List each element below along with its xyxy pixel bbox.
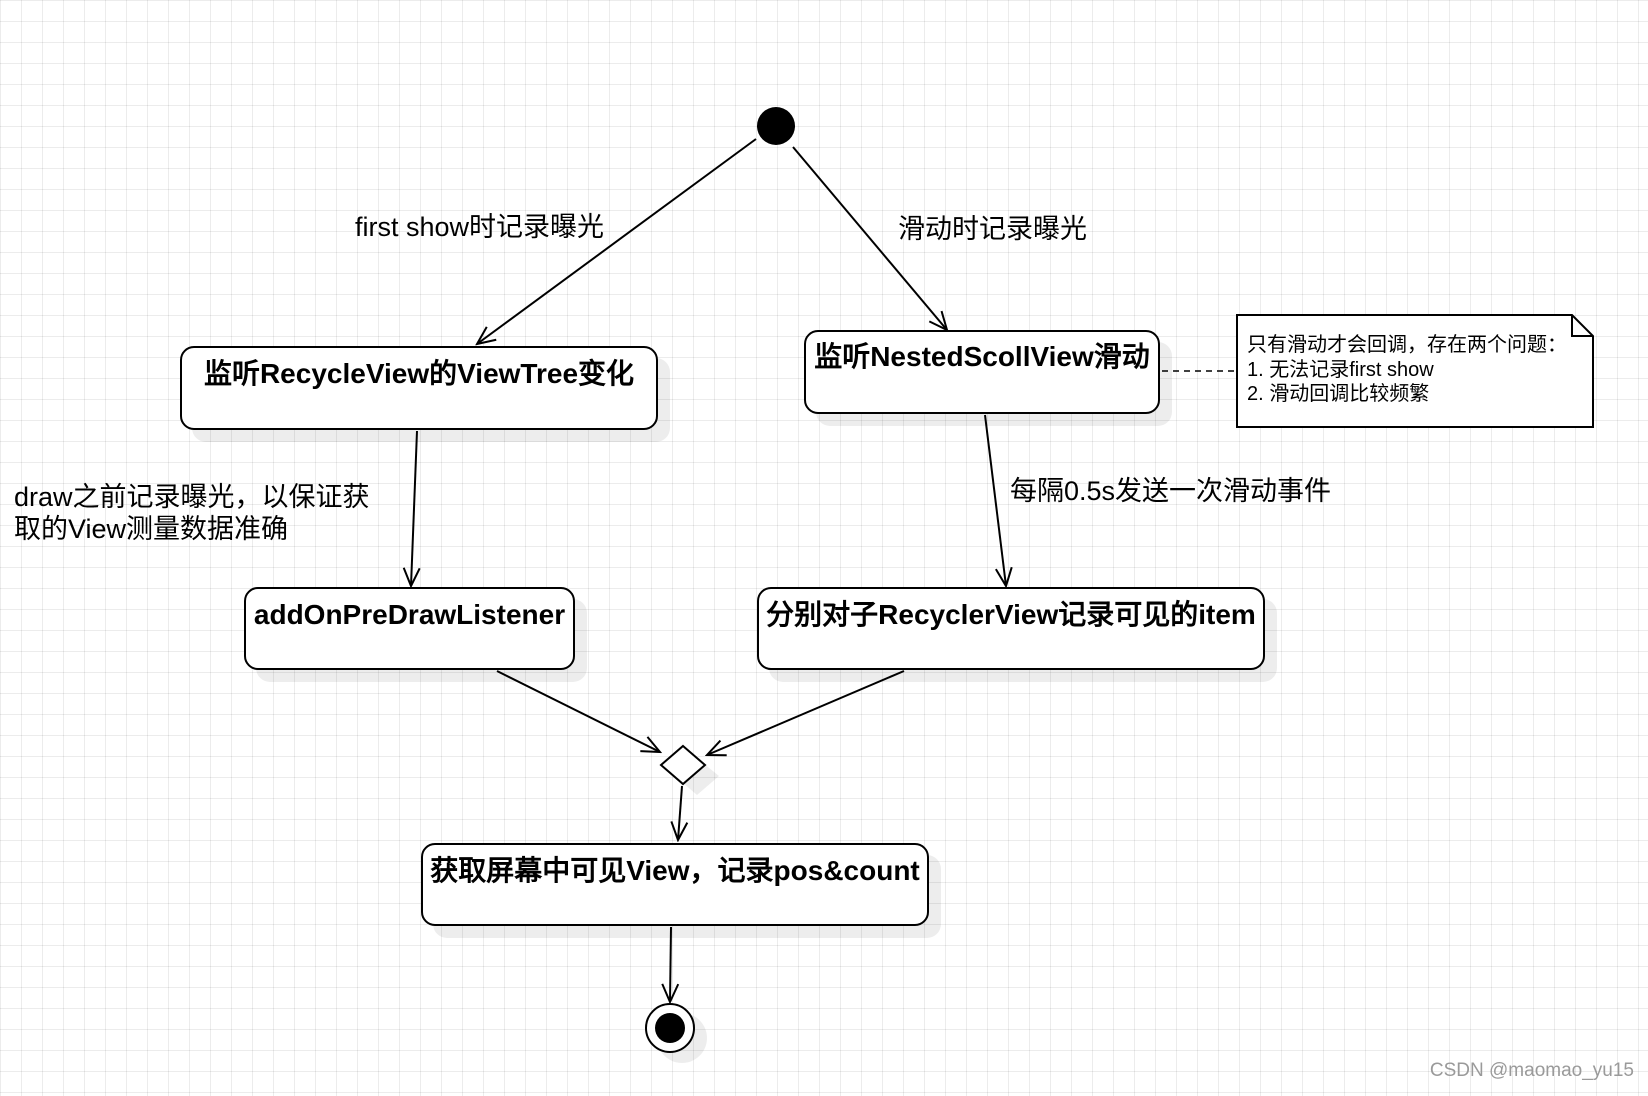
node-add-predraw-listener-text: addOnPreDrawListener — [253, 599, 566, 630]
edge-start-to-recycle — [477, 138, 757, 344]
node-listen-nestedscrollview: 监听NestedScollView滑动 — [804, 330, 1160, 414]
node-listen-nestedscrollview-text: 监听NestedScollView滑动 — [814, 341, 1150, 372]
label-on-scroll: 滑动时记录曝光 — [898, 214, 1087, 244]
node-listen-recycleview: 监听RecycleView的ViewTree变化 — [180, 346, 658, 430]
note-line-2: 1. 无法记录first show — [1247, 358, 1434, 381]
label-every-half-second: 每隔0.5s发送一次滑动事件 — [1010, 476, 1332, 506]
node-record-visible-items-text: 分别对子RecyclerView记录可见的item — [766, 599, 1256, 630]
edge-add-listener-to-merge — [496, 670, 660, 752]
edge-merge-to-get-visible — [678, 785, 682, 840]
edge-get-visible-to-final — [670, 926, 671, 1002]
edge-record-items-to-merge — [707, 670, 905, 755]
edge-recycle-to-add-listener — [411, 430, 417, 586]
edge-nested-to-record-items — [984, 414, 1006, 586]
node-add-predraw-listener: addOnPreDrawListener — [244, 587, 575, 670]
node-get-visible-views-text: 获取屏幕中可见View，记录pos&count — [430, 855, 920, 886]
note-fold — [1571, 315, 1593, 337]
label-draw-before-line1: draw之前记录曝光，以保证获 — [14, 482, 370, 512]
node-get-visible-views: 获取屏幕中可见View，记录pos&count — [421, 843, 929, 926]
note-line-1: 只有滑动才会回调，存在两个问题： — [1247, 334, 1567, 356]
final-node-dot — [655, 1013, 685, 1043]
initial-node — [757, 107, 795, 145]
watermark: CSDN @maomao_yu15 — [1429, 1060, 1634, 1081]
merge-diamond — [659, 744, 707, 786]
node-record-visible-items: 分别对子RecyclerView记录可见的item — [757, 587, 1265, 670]
note-line-3: 2. 滑动回调比较频繁 — [1247, 383, 1430, 405]
note-box: 只有滑动才会回调，存在两个问题： 1. 无法记录first show 2. 滑动… — [1237, 315, 1593, 427]
label-first-show: first show时记录曝光 — [355, 212, 605, 242]
edge-start-to-nested — [792, 146, 947, 330]
note-shape — [1236, 314, 1594, 428]
node-listen-recycleview-text: 监听RecycleView的ViewTree变化 — [203, 358, 635, 389]
label-draw-before-line2: 取的View测量数据准确 — [14, 514, 289, 544]
